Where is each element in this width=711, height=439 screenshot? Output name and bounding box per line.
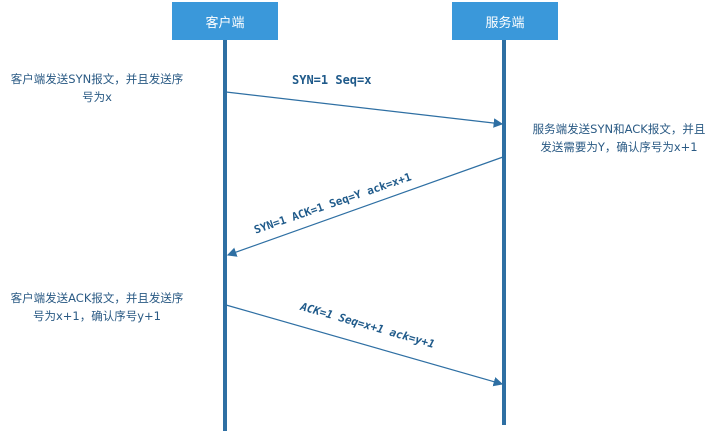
server-synack-note: 服务端发送SYN和ACK报文，并且发送需要为Y，确认序号为x+1 xyxy=(532,122,706,154)
ack-arrow xyxy=(225,304,504,387)
client-syn-note: 客户端发送SYN报文，并且发送序号为x xyxy=(10,72,184,104)
client-actor-box: 客户端 xyxy=(172,2,278,40)
synack-arrow xyxy=(226,156,504,257)
syn-arrow xyxy=(225,91,504,128)
client-ack-note: 客户端发送ACK报文，并且发送序号为x+1，确认序号y+1 xyxy=(10,291,184,323)
server-actor-box: 服务端 xyxy=(452,2,558,40)
syn-message-label: SYN=1 Seq=x xyxy=(292,73,372,87)
